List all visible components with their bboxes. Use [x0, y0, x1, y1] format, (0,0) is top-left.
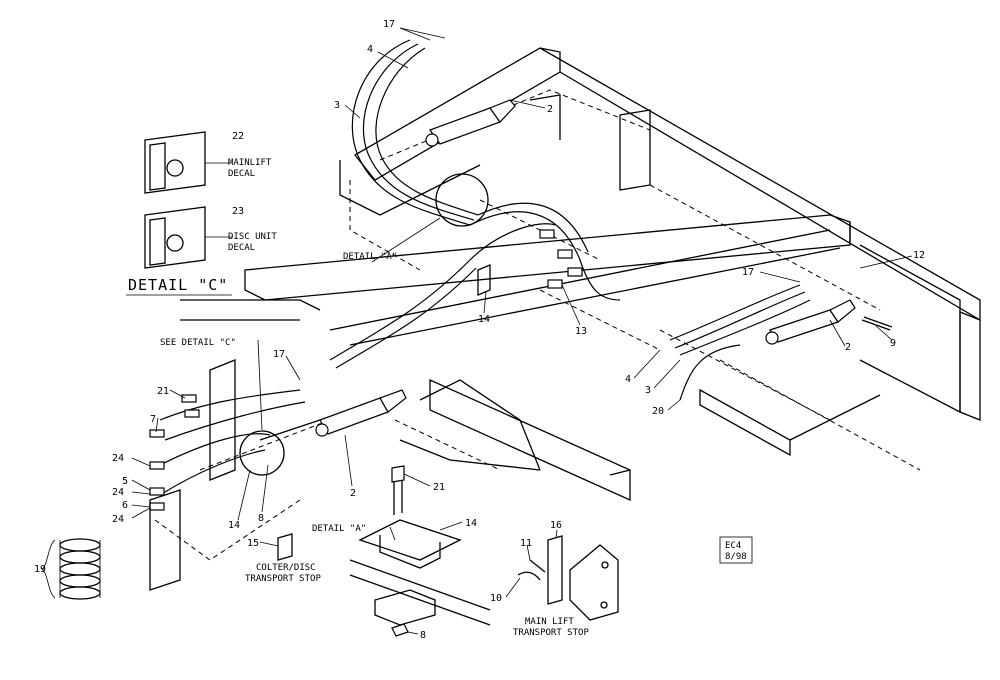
- callout-13: 13: [575, 326, 587, 337]
- detail-a-circle-left: [239, 430, 285, 476]
- disc-unit-decal-caption-2: DECAL: [228, 243, 255, 253]
- callout-19: 19: [34, 564, 46, 575]
- colter-stop-caption-1: COLTER/DISC: [256, 563, 316, 573]
- callout-21-left: 21: [157, 386, 169, 397]
- main-lift-stop-caption-2: TRANSPORT STOP: [513, 628, 589, 638]
- colter-stop-caption-2: TRANSPORT STOP: [245, 574, 321, 584]
- detail-a-caption-lower: DETAIL "A": [312, 524, 366, 534]
- callout-24-a: 24: [112, 453, 124, 464]
- callout-11: 11: [520, 538, 532, 549]
- misc-parts: [59, 229, 893, 637]
- callout-23: 23: [232, 206, 244, 217]
- detail-a-circle-upper: [435, 173, 489, 227]
- callout-9: 9: [890, 338, 896, 349]
- revision-stamp-box: [719, 536, 753, 564]
- revision-stamp-code: EC4: [725, 541, 741, 551]
- callout-numbers: 17 4 3 2 22 23 12 17 9 2 4 3 20 14 13 17…: [34, 19, 925, 641]
- callout-14-left: 14: [228, 520, 240, 531]
- disc-unit-decal-caption-1: DISC UNIT: [228, 232, 277, 242]
- detail-a-caption-upper: DETAIL "A": [343, 252, 397, 262]
- callout-4-right: 4: [625, 374, 631, 385]
- callout-8-left: 8: [258, 513, 264, 524]
- callout-5: 5: [122, 476, 128, 487]
- hydraulic-hoses: [159, 39, 811, 496]
- decal-22: [144, 131, 206, 194]
- callout-16: 16: [550, 520, 562, 531]
- callout-14-bracket: 14: [465, 518, 477, 529]
- mainlift-decal-caption-1: MAINLIFT: [228, 158, 272, 168]
- callout-22: 22: [232, 131, 244, 142]
- captions: MAINLIFT DECAL DISC UNIT DECAL DETAIL "C…: [126, 158, 589, 638]
- callout-24-b: 24: [112, 487, 124, 498]
- hydraulic-cylinders: [259, 99, 856, 441]
- callout-3-right: 3: [645, 385, 651, 396]
- main-lift-stop-caption-1: MAIN LIFT: [525, 617, 574, 627]
- mainlift-decal-caption-2: DECAL: [228, 169, 255, 179]
- callout-17-upper: 17: [383, 19, 395, 30]
- callout-12: 12: [913, 250, 925, 261]
- callout-20: 20: [652, 406, 664, 417]
- detail-c-title: DETAIL "C": [128, 276, 228, 294]
- decal-23: [144, 206, 206, 269]
- callout-7: 7: [150, 414, 156, 425]
- callout-2-right: 2: [845, 342, 851, 353]
- revision-stamp-date: 8/98: [725, 552, 747, 562]
- callout-24-c: 24: [112, 514, 124, 525]
- callout-21-bolt: 21: [433, 482, 445, 493]
- revision-stamp: EC4 8/98: [719, 536, 753, 564]
- callout-3-upper: 3: [334, 100, 340, 111]
- leader-lines: [41, 27, 913, 635]
- callout-4-upper: 4: [367, 44, 373, 55]
- callout-17-right: 17: [742, 267, 754, 278]
- callout-2-lower: 2: [350, 488, 356, 499]
- callout-8-nut: 8: [420, 630, 426, 641]
- callout-15: 15: [247, 538, 259, 549]
- see-detail-c-caption: SEE DETAIL "C": [160, 338, 236, 348]
- callout-2-upper: 2: [547, 104, 553, 115]
- callout-14-center: 14: [478, 314, 490, 325]
- callout-17-left: 17: [273, 349, 285, 360]
- callout-6: 6: [122, 500, 128, 511]
- main-frame: [154, 47, 981, 561]
- callout-10: 10: [490, 593, 502, 604]
